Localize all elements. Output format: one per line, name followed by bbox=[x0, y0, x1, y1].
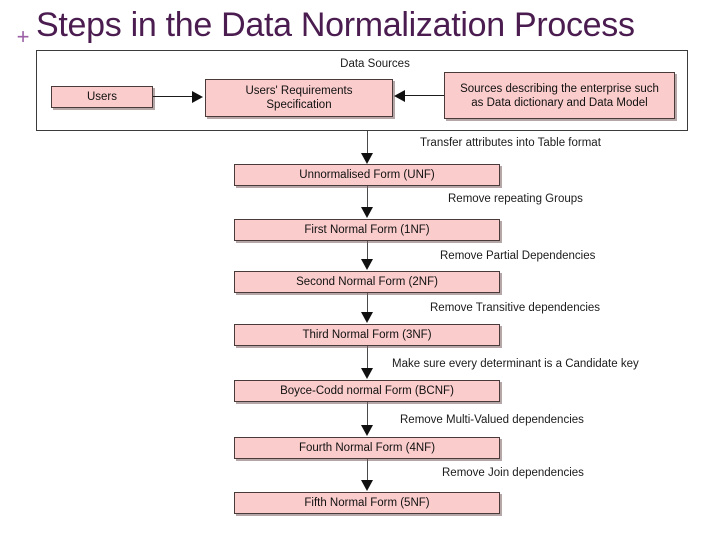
arrowhead-bcnf-to-4nf bbox=[361, 425, 373, 436]
enterprise-sources-line-1: Sources describing the enterprise such bbox=[460, 82, 659, 95]
connector-users-to-requirements bbox=[153, 96, 193, 97]
connector-3nf-to-bcnf bbox=[367, 346, 368, 369]
enterprise-sources-line-2: as Data dictionary and Data Model bbox=[471, 96, 648, 109]
users-requirements-line-1: Users' Requirements bbox=[245, 85, 353, 97]
step-box-bcnf-label: Boyce-Codd normal Form (BCNF) bbox=[280, 385, 454, 397]
step-box-bcnf: Boyce-Codd normal Form (BCNF) bbox=[234, 380, 500, 402]
connector-unf-to-1nf bbox=[367, 186, 368, 208]
step-box-3nf-label: Third Normal Form (3NF) bbox=[302, 329, 432, 341]
step-box-1nf-label: First Normal Form (1NF) bbox=[304, 224, 430, 236]
edge-label-to-3nf: Remove Transitive dependencies bbox=[430, 302, 601, 314]
arrowhead-to-unf bbox=[361, 153, 373, 164]
step-box-4nf-label: Fourth Normal Form (4NF) bbox=[298, 442, 436, 454]
connector-to-unf bbox=[367, 131, 368, 155]
page-title: Steps in the Data Normalization Process bbox=[36, 6, 635, 44]
connector-1nf-to-2nf bbox=[367, 241, 368, 260]
step-box-unf-label: Unnormalised Form (UNF) bbox=[299, 169, 435, 181]
edge-label-to-2nf: Remove Partial Dependencies bbox=[440, 250, 596, 262]
enterprise-sources-box: Sources describing the enterprise such a… bbox=[444, 72, 675, 119]
step-box-2nf: Second Normal Form (2NF) bbox=[234, 271, 500, 293]
connector-4nf-to-5nf bbox=[367, 459, 368, 481]
arrowhead-users-to-requirements bbox=[192, 91, 203, 103]
connector-bcnf-to-4nf bbox=[367, 402, 368, 426]
users-box-label: Users bbox=[86, 91, 118, 103]
step-box-5nf: Fifth Normal Form (5NF) bbox=[234, 492, 500, 514]
data-sources-group-label: Data Sources bbox=[340, 58, 410, 70]
arrowhead-1nf-to-2nf bbox=[361, 259, 373, 270]
step-box-1nf: First Normal Form (1NF) bbox=[234, 219, 500, 241]
arrowhead-unf-to-1nf bbox=[361, 207, 373, 218]
edge-label-to-4nf: Remove Multi-Valued dependencies bbox=[400, 414, 584, 426]
connector-sources-to-requirements bbox=[405, 95, 445, 96]
users-requirements-specification-box: Users' Requirements Specification bbox=[205, 79, 393, 117]
arrowhead-sources-to-requirements bbox=[394, 90, 405, 102]
step-box-5nf-label: Fifth Normal Form (5NF) bbox=[304, 497, 430, 509]
edge-label-to-bcnf: Make sure every determinant is a Candida… bbox=[392, 358, 639, 370]
connector-2nf-to-3nf bbox=[367, 293, 368, 313]
users-box: Users bbox=[51, 86, 153, 108]
edge-label-to-1nf: Remove repeating Groups bbox=[448, 193, 583, 205]
edge-label-to-unf: Transfer attributes into Table format bbox=[420, 137, 601, 149]
edge-label-to-5nf: Remove Join dependencies bbox=[442, 467, 584, 479]
plus-marker-icon: + bbox=[16, 24, 30, 49]
step-box-unf: Unnormalised Form (UNF) bbox=[234, 164, 500, 186]
arrowhead-4nf-to-5nf bbox=[361, 480, 373, 491]
users-requirements-line-2: Specification bbox=[266, 99, 332, 111]
data-sources-group bbox=[36, 50, 688, 131]
arrowhead-2nf-to-3nf bbox=[361, 312, 373, 323]
arrowhead-3nf-to-bcnf bbox=[361, 368, 373, 379]
step-box-2nf-label: Second Normal Form (2NF) bbox=[296, 276, 438, 288]
step-box-4nf: Fourth Normal Form (4NF) bbox=[234, 437, 500, 459]
step-box-3nf: Third Normal Form (3NF) bbox=[234, 324, 500, 346]
